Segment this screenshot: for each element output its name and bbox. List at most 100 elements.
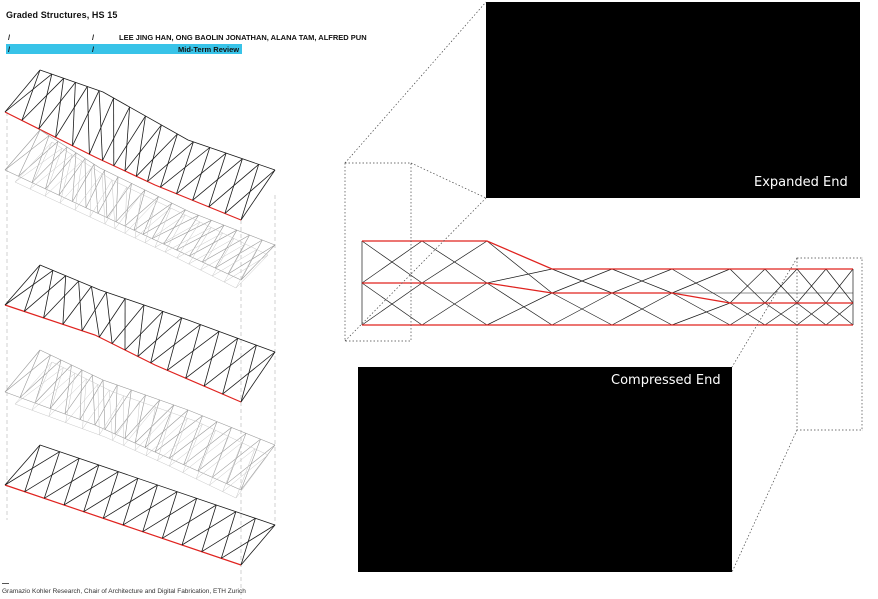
elevation-diagonal — [671, 268, 731, 304]
lattice-diagonal — [44, 148, 63, 197]
elevation-diagonal — [486, 268, 553, 284]
lattice-diagonal — [31, 361, 53, 411]
elevation-diagonal — [671, 302, 731, 326]
lattice-top-edge — [51, 361, 269, 456]
lattice-diagonal — [123, 406, 156, 446]
lattice-diagonal — [215, 239, 263, 269]
lattice-diagonal — [154, 221, 201, 248]
lattice-diagonal — [43, 270, 54, 318]
lattice-diagonal — [24, 457, 80, 493]
lattice-diagonal — [85, 170, 105, 208]
lattice-end-edge — [4, 69, 41, 113]
lattice-diagonal — [24, 275, 66, 312]
lattice-diagonal — [142, 497, 197, 533]
lattice-diagonal — [14, 148, 63, 183]
lattice-diagonal — [163, 209, 186, 245]
lattice-layer — [4, 129, 276, 281]
lattice-diagonal — [185, 337, 238, 379]
lattice-end-edge — [240, 444, 276, 491]
lattice-diagonal — [72, 152, 77, 202]
elevation-diagonal — [421, 240, 488, 284]
lattice-diagonal — [195, 442, 242, 480]
lattice-diagonal — [83, 477, 139, 513]
footer-credit: Gramazio Kohler Research, Chair of Archi… — [2, 588, 246, 595]
lattice-end-edge — [240, 524, 276, 566]
elevation-diagonal — [611, 268, 673, 294]
lattice-top-edge — [39, 349, 276, 446]
lattice-diagonal — [65, 373, 76, 423]
elevation-diagonal — [551, 268, 613, 294]
lattice-diagonal — [189, 229, 237, 257]
lattice-diagonal — [192, 158, 243, 201]
lattice-diagonal — [91, 286, 100, 338]
lattice-diagonal — [202, 225, 225, 263]
lattice-diagonal — [114, 193, 142, 229]
lattice-diagonal — [142, 209, 186, 235]
lattice-diagonal — [104, 186, 127, 225]
lattice-diagonal — [63, 471, 119, 506]
slash-marker: / — [8, 45, 11, 54]
lattice-diagonal — [78, 281, 83, 331]
lattice-diagonal — [124, 200, 157, 234]
lattice-diagonal — [208, 164, 259, 208]
slash-marker: / — [92, 45, 95, 54]
lattice-diagonal — [102, 106, 130, 161]
lattice-diagonal — [209, 448, 256, 486]
lattice-end-edge — [235, 254, 269, 289]
lattice-diagonal — [43, 280, 79, 319]
lattice-diagonal — [86, 86, 90, 155]
lattice-diagonal — [29, 141, 53, 190]
lattice-diagonal — [97, 176, 119, 214]
lattice-diagonal — [89, 167, 93, 218]
lattice-layer — [4, 69, 276, 221]
lattice-end-edge — [240, 244, 276, 281]
lattice-diagonal — [176, 221, 201, 259]
footer-rule — [2, 583, 9, 584]
elevation-diagonal — [729, 268, 766, 304]
lattice-diagonal — [74, 173, 103, 211]
lattice-diagonal — [147, 141, 194, 182]
elevation-diagonal — [486, 282, 553, 326]
review-label: Mid-Term Review — [178, 45, 240, 54]
lattice-diagonal — [134, 207, 171, 239]
lattice-diagonal — [34, 354, 51, 404]
lattice-diagonal — [82, 378, 87, 429]
elevation-diagonal — [671, 268, 731, 294]
elevation-diagonal — [671, 292, 731, 326]
lattice-diagonal — [160, 147, 211, 188]
lattice-end-edge — [240, 169, 276, 221]
lattice-diagonal — [162, 504, 217, 539]
lattice-diagonal — [92, 374, 96, 426]
compressed-end-label: Compressed End — [611, 373, 721, 388]
lattice-diagonal — [89, 97, 114, 155]
lattice-diagonal — [49, 359, 62, 409]
lattice-diagonal — [202, 234, 250, 263]
lattice-diagonal — [34, 364, 72, 404]
elevation-diagonal — [825, 268, 854, 304]
lattice-diagonal — [124, 183, 132, 227]
lattice-diagonal — [169, 418, 188, 467]
lattice-diagonal — [104, 389, 132, 430]
lattice-diagonal — [104, 170, 108, 218]
lattice-diagonal — [200, 243, 246, 271]
lattice-layer — [14, 141, 269, 289]
lattice-diagonal — [99, 395, 124, 436]
lattice-diagonal — [214, 230, 238, 269]
lattice-end-edge — [4, 264, 41, 306]
lattice-diagonal — [93, 164, 99, 214]
lattice-diagonal — [31, 373, 76, 411]
lattice-diagonal — [137, 304, 145, 357]
lattice-end-edge — [4, 349, 41, 393]
elevation-diagonal — [764, 268, 798, 304]
lattice-diagonal — [221, 524, 276, 559]
lattice-diagonal — [4, 354, 51, 393]
lattice-diagonal — [97, 384, 100, 435]
page-title: Graded Structures, HS 15 — [6, 10, 118, 20]
lattice-diagonal — [72, 164, 95, 202]
slash-marker: / — [92, 33, 95, 42]
axonometric-lattice-stack — [4, 69, 276, 566]
lattice-diagonal — [150, 324, 201, 364]
review-bar: / / Mid-Term Review — [6, 44, 242, 54]
lattice-diagonal — [55, 86, 88, 138]
lattice-diagonal — [124, 124, 162, 172]
